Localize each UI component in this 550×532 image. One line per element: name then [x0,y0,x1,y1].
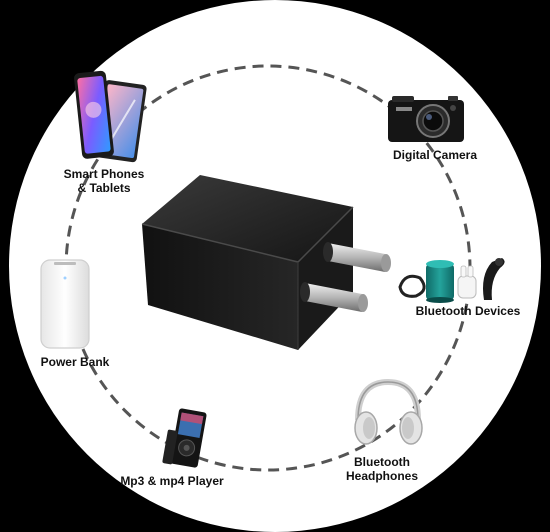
digital-camera-image [388,96,464,142]
bluetooth-devices-image [398,258,505,303]
phones-tablets-label-line-2: & Tablets [77,181,131,195]
mp3-player-image [162,408,207,468]
phones-tablets-image [74,70,147,163]
digital-camera-label: Digital Camera [380,148,490,162]
adapter-pin-upper [323,242,391,272]
adapter-pin-lower [300,282,368,312]
power-bank-label-line-1: Power Bank [40,355,110,369]
bluetooth-headphones-label: Bluetooth Headphones [332,455,432,483]
power-bank-image [40,259,90,349]
digital-camera-label-line-1: Digital Camera [392,148,478,162]
mp3-player-label-line-1: Mp3 & mp4 Player [120,474,224,488]
bluetooth-headphones-image [354,378,423,445]
mp3-player-label: Mp3 & mp4 Player [112,474,232,488]
bluetooth-headphones-label-line-2: Headphones [345,469,418,483]
phones-tablets-label-line-1: Smart Phones [63,167,145,181]
power-bank-label: Power Bank [30,355,120,369]
bluetooth-headphones-label-line-1: Bluetooth [354,455,410,469]
bluetooth-devices-label: Bluetooth Devices [408,304,528,318]
phones-tablets-label: Smart Phones & Tablets [52,167,156,195]
bluetooth-devices-label-line-1: Bluetooth Devices [415,304,521,318]
charger-adapter [141,175,391,350]
